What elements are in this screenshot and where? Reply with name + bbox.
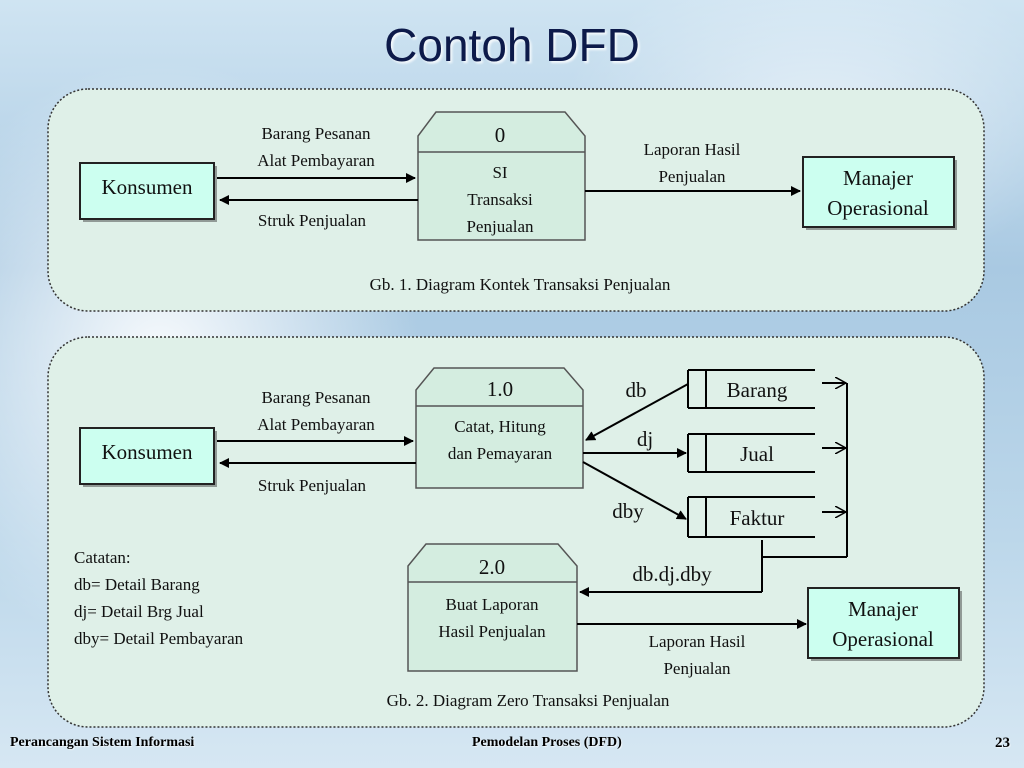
d2-notes-heading: Catatan:	[74, 548, 131, 567]
d2-entity-konsumen: Konsumen	[79, 427, 217, 487]
d2-store-barang-label: Barang	[727, 378, 788, 402]
d2-flow-dj-label: dj	[637, 427, 653, 451]
d2-konsumen-label: Konsumen	[102, 440, 193, 464]
d1-flow-in-line-1: Barang Pesanan	[261, 124, 371, 143]
d1-process-number: 0	[495, 123, 506, 147]
d2-process1-line-1: Catat, Hitung	[454, 417, 546, 436]
d2-flow-combined-label: db.dj.dby	[632, 562, 712, 586]
d1-konsumen-label: Konsumen	[102, 175, 193, 199]
d2-store-faktur: Faktur	[687, 496, 815, 538]
d2-process2-line-1: Buat Laporan	[446, 595, 539, 614]
d1-caption: Gb. 1. Diagram Kontek Transaksi Penjuala…	[370, 275, 671, 294]
d2-store-barang: Barang	[687, 369, 815, 409]
d2-flow-in-line-1: Barang Pesanan	[261, 388, 371, 407]
d1-flow-in-line-2: Alat Pembayaran	[257, 151, 375, 170]
d2-store-jual: Jual	[687, 433, 815, 473]
d2-note-db: db= Detail Barang	[74, 575, 200, 594]
d2-caption: Gb. 2. Diagram Zero Transaksi Penjualan	[387, 691, 670, 710]
d2-flow-out-label: Struk Penjualan	[258, 476, 367, 495]
d1-entity-konsumen: Konsumen	[79, 162, 217, 222]
d2-flow-dby-arrow	[582, 461, 687, 520]
d2-process1-number: 1.0	[487, 377, 513, 401]
d2-flow-dby-label: dby	[612, 499, 644, 523]
d1-process-line-1: SI	[492, 163, 507, 182]
d2-process2-line-2: Hasil Penjualan	[438, 622, 546, 641]
d1-manajer-line-2: Operasional	[827, 196, 929, 220]
d2-flow-db-label: db	[626, 378, 647, 402]
d1-flow-out-label: Struk Penjualan	[258, 211, 367, 230]
d2-manajer-line-2: Operasional	[832, 627, 934, 651]
d2-entity-manajer: Manajer Operasional	[807, 587, 962, 661]
footer-topic: Pemodelan Proses (DFD)	[472, 735, 622, 750]
slide-title: Contoh DFD	[384, 19, 640, 71]
d2-process2-number: 2.0	[479, 555, 505, 579]
d2-process-2: 2.0 Buat Laporan Hasil Penjualan	[407, 543, 578, 672]
d1-flow-report-line-1: Laporan Hasil	[644, 140, 741, 159]
footer-page-number: 23	[995, 735, 1010, 751]
d2-store-faktur-label: Faktur	[730, 506, 785, 530]
d2-note-dby: dby= Detail Pembayaran	[74, 629, 244, 648]
d2-store-jual-label: Jual	[740, 442, 774, 466]
footer-course-title: Perancangan Sistem Informasi	[10, 735, 195, 750]
d2-manajer-line-1: Manajer	[848, 597, 918, 621]
d2-flow-report-line-2: Penjualan	[663, 659, 731, 678]
d2-flow-in-line-2: Alat Pembayaran	[257, 415, 375, 434]
d1-flow-report-line-2: Penjualan	[658, 167, 726, 186]
d2-process-1: 1.0 Catat, Hitung dan Pemayaran	[415, 367, 584, 489]
d1-process-0: 0 SI Transaksi Penjualan	[417, 111, 586, 241]
d2-process1-line-2: dan Pemayaran	[448, 444, 553, 463]
d1-process-line-2: Transaksi	[467, 190, 533, 209]
d1-entity-manajer: Manajer Operasional	[802, 156, 957, 230]
d1-process-line-3: Penjualan	[466, 217, 534, 236]
d2-store-collector	[761, 383, 848, 592]
d1-manajer-line-1: Manajer	[843, 166, 913, 190]
d2-note-dj: dj= Detail Brg Jual	[74, 602, 204, 621]
d2-flow-db-arrow	[585, 383, 689, 441]
d2-flow-report-line-1: Laporan Hasil	[649, 632, 746, 651]
